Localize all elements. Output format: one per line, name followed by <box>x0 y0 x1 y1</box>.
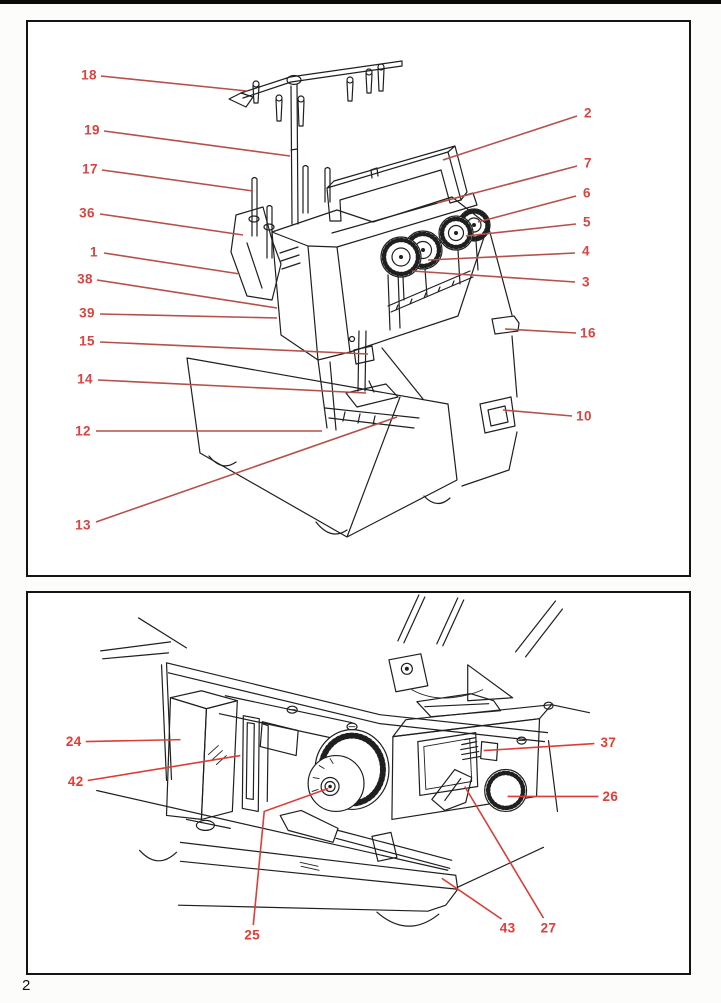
callout-14-leader <box>97 379 367 394</box>
callout-17-leader <box>101 169 254 192</box>
callout-42-leader <box>87 754 241 782</box>
callout-1-label: 1 <box>90 245 98 260</box>
release-tab <box>491 315 520 335</box>
callout-25-leader <box>252 787 329 926</box>
callout-13-leader <box>95 416 398 523</box>
head-top-edges <box>271 209 374 233</box>
accessory-box <box>165 690 238 831</box>
callout-37-label: 37 <box>600 735 616 750</box>
callout-5-leader <box>465 223 577 237</box>
callout-18-leader <box>100 75 248 92</box>
right-side-panel <box>372 196 518 487</box>
callout-3-label: 3 <box>582 275 590 290</box>
handwheel-recess <box>479 396 516 434</box>
needle-area <box>324 330 420 429</box>
callout-7-leader <box>436 165 578 204</box>
callout-25-label: 25 <box>244 928 260 943</box>
frame-panel <box>160 662 549 782</box>
callout-37-leader <box>483 742 595 752</box>
callout-43-label: 43 <box>500 921 516 936</box>
callout-19-label: 19 <box>84 123 100 138</box>
fig2-callouts: 24 42 37 26 25 43 27 <box>66 734 618 942</box>
callout-43-leader <box>441 877 503 920</box>
clamp-screw <box>460 737 499 762</box>
callout-38-label: 38 <box>77 272 93 287</box>
rubber-feet <box>208 455 451 535</box>
callout-2-leader <box>442 115 578 161</box>
callout-24-label: 24 <box>66 734 82 749</box>
callout-42-label: 42 <box>68 774 84 789</box>
carrying-handle <box>326 151 462 222</box>
callout-36-label: 36 <box>79 206 95 221</box>
callout-16-label: 16 <box>580 326 596 341</box>
stitch-length-dial <box>307 729 390 813</box>
callout-18-label: 18 <box>81 68 97 83</box>
callout-5-label: 5 <box>583 215 591 230</box>
crossbar-left-loop <box>228 92 254 108</box>
base-tray <box>96 789 545 927</box>
callout-3-leader <box>411 270 576 283</box>
page-scan-edge <box>0 0 721 4</box>
callout-26-label: 26 <box>602 789 618 804</box>
round-knob <box>484 768 528 813</box>
page-number: 2 <box>22 977 31 994</box>
callout-2-label: 2 <box>584 106 592 121</box>
callout-4-leader <box>427 252 576 261</box>
callout-6-leader <box>477 195 577 223</box>
callout-7-label: 7 <box>584 156 592 171</box>
callout-12-label: 12 <box>75 424 91 439</box>
upper-machinery <box>388 594 590 813</box>
thread-guide-prongs <box>252 63 385 127</box>
wing-lever <box>431 768 473 812</box>
callout-15-label: 15 <box>79 334 95 349</box>
callout-10-leader <box>502 409 573 417</box>
machine-base-line-art <box>96 594 590 927</box>
callout-13-label: 13 <box>75 518 91 533</box>
callout-27-label: 27 <box>541 921 557 936</box>
callout-16-leader <box>504 328 577 334</box>
head-left-face <box>271 231 319 361</box>
callout-36-leader <box>99 213 244 236</box>
callout-15-leader <box>99 341 369 355</box>
figure-front-view-svg: 18 19 17 36 1 38 39 15 14 12 13 2 7 6 5 4 3 16 10 <box>75 60 596 538</box>
callout-1-leader <box>103 252 241 275</box>
air-louvers <box>279 246 301 270</box>
callout-39-leader <box>99 313 278 319</box>
callout-17-label: 17 <box>82 162 98 177</box>
lower-looper-block <box>391 704 553 821</box>
callout-27-leader <box>464 786 545 919</box>
callout-6-label: 6 <box>583 186 591 201</box>
callout-4-label: 4 <box>582 244 590 259</box>
spool-stand-rod <box>290 83 299 225</box>
callout-10-label: 10 <box>576 409 592 424</box>
figure-base-detail: 24 42 37 26 25 43 27 <box>26 591 691 975</box>
figure-base-detail-svg: 24 42 37 26 25 43 27 <box>66 594 618 943</box>
machine-base <box>186 357 458 538</box>
callout-19-leader <box>103 130 291 157</box>
tension-slot-bar <box>387 270 474 313</box>
callout-24-leader <box>85 738 181 743</box>
needle-slot <box>241 715 269 813</box>
callout-14-label: 14 <box>77 372 93 387</box>
figure-front-view: 18 19 17 36 1 38 39 15 14 12 13 2 7 6 5 4 3 16 10 <box>26 20 691 577</box>
callout-38-leader <box>96 279 278 309</box>
machine-front-line-art <box>186 60 520 538</box>
callout-39-label: 39 <box>79 306 95 321</box>
fig1-callouts: 18 19 17 36 1 38 39 15 14 12 13 2 7 6 5 4 3 16 10 <box>75 68 596 533</box>
